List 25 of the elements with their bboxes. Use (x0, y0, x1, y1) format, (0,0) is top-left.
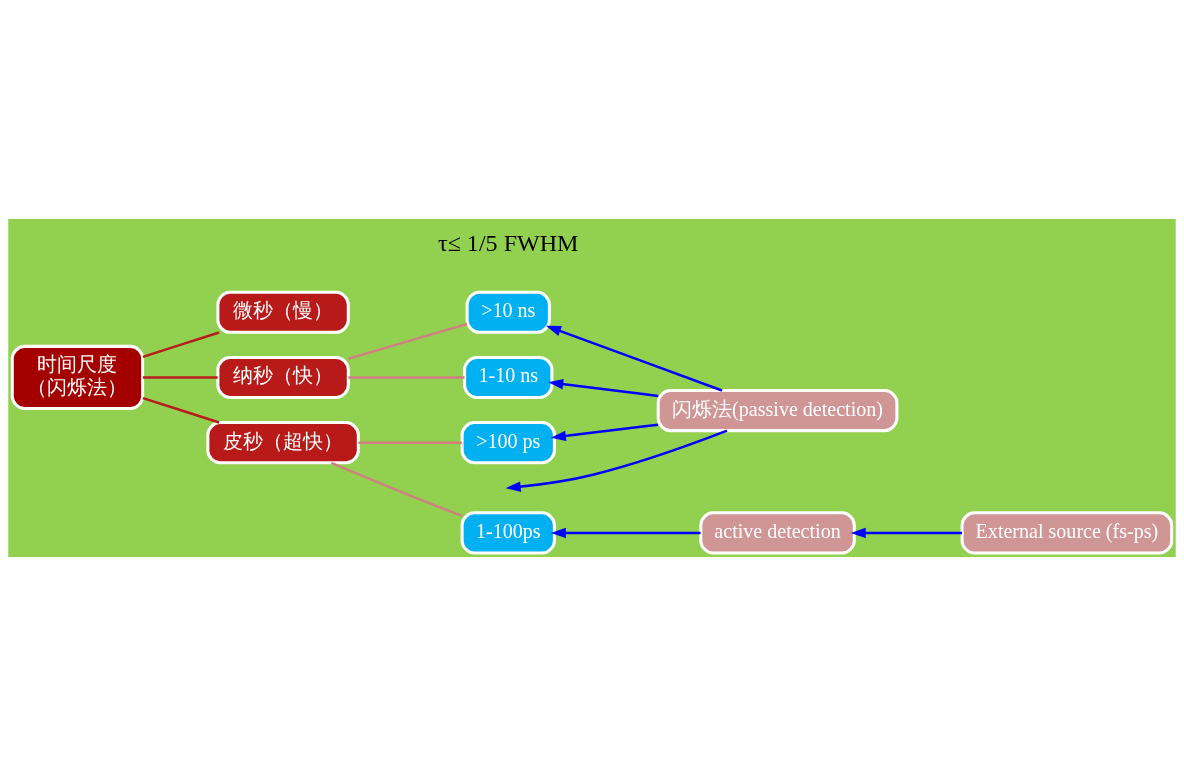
arrow (550, 423, 659, 441)
connector (142, 396, 220, 424)
node-box: 纳秒（快） (216, 355, 350, 399)
connector (348, 375, 465, 379)
arrow (546, 325, 723, 392)
connector (348, 322, 468, 360)
connector (142, 330, 220, 358)
node-box: 1-10 ns (463, 355, 554, 399)
node-box: 皮秒（超快） (206, 420, 360, 464)
connector (358, 440, 462, 444)
arrow (505, 428, 728, 492)
label: τ≤ 1/5 FWHM (437, 229, 579, 256)
node-box: active detection (699, 510, 856, 554)
connector (142, 375, 218, 379)
node-box: External source (fs-ps) (960, 510, 1174, 554)
node-box: 1-100ps (460, 510, 556, 554)
arrow (550, 527, 701, 538)
node-box: >100 ps (460, 420, 556, 464)
node-box: 闪烁法(passive detection) (656, 388, 899, 432)
node-box: 微秒（慢） (216, 290, 350, 334)
arrow (548, 378, 659, 397)
node-box: 时间尺度 （闪烁法） (10, 344, 145, 410)
node-box: >10 ns (465, 290, 551, 334)
connector (330, 461, 463, 517)
arrow (850, 527, 962, 538)
